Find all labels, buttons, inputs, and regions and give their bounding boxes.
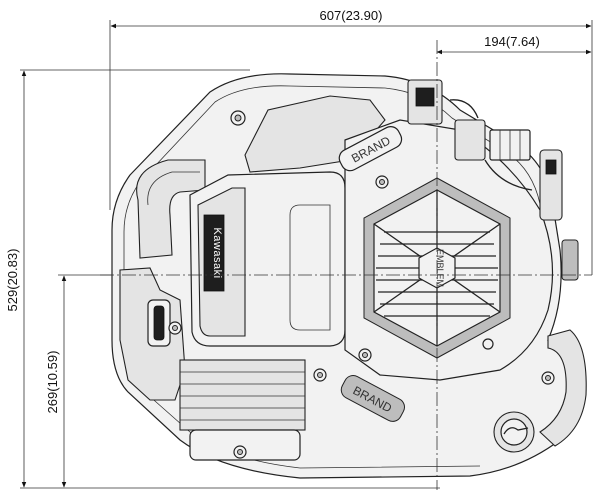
dim-overall-depth-text: 529(20.83): [5, 249, 20, 312]
top-cover-recess: [289, 204, 331, 331]
center-lines: [100, 40, 592, 490]
intake-elbow-contour: [147, 171, 200, 206]
dim-overall-width-text: 607(23.90): [320, 8, 383, 23]
wire-2: [484, 159, 533, 191]
kawasaki-logo-text: Kawasaki: [211, 227, 223, 278]
cylinder-fins: [180, 371, 305, 421]
breather-tube: [539, 329, 587, 447]
dim-offset-depth-text: 269(10.59): [45, 351, 60, 414]
intake-elbow: [136, 159, 206, 259]
ignition-components: [407, 79, 579, 281]
filter-window-slot: [153, 305, 165, 341]
starter-solenoid: [539, 149, 563, 221]
muffler-guard: [189, 429, 301, 461]
cylinder-block: [179, 359, 306, 431]
kawasaki-logo-plate: [203, 214, 225, 292]
dim-offset-width-text: 194(7.64): [484, 34, 540, 49]
dimension-lines: 607(23.90) 194(7.64) 529(20.83) 269(10.5…: [5, 8, 593, 489]
engine-body: Kawasaki: [111, 73, 587, 479]
regulator: [454, 119, 486, 161]
connector-right: [561, 239, 579, 281]
emblem-label: EMBLEM: [435, 249, 445, 287]
oil-can-icon: [503, 427, 529, 435]
wire-1: [449, 99, 479, 119]
bolt-fan-right: [482, 338, 494, 350]
